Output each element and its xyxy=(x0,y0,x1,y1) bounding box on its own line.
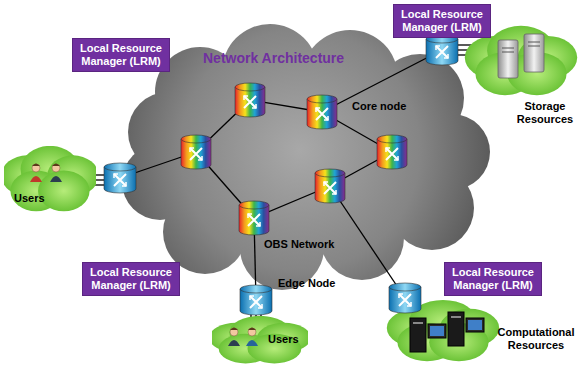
box-label: Local Resource Manager (LRM) xyxy=(398,8,486,34)
text-label: Core node xyxy=(352,100,422,113)
obs-cloud xyxy=(122,24,490,290)
box-label: Local Resource Manager (LRM) xyxy=(87,266,175,292)
text-label: OBS Network xyxy=(264,238,344,251)
manager-box: Local Resource Manager (LRM) xyxy=(82,262,180,296)
core-node-cylinder xyxy=(181,135,211,169)
edge-node-cylinder xyxy=(240,285,272,315)
manager-box: Local Resource Manager (LRM) xyxy=(393,4,491,38)
core-node-cylinder xyxy=(315,169,345,203)
diagram-title: Network Architecture xyxy=(203,50,344,66)
core-node-cylinder xyxy=(307,95,337,129)
server-icon xyxy=(498,40,518,78)
core-node-cylinder xyxy=(377,135,407,169)
box-label: Local Resource Manager (LRM) xyxy=(77,42,165,68)
core-node-cylinder xyxy=(235,83,265,117)
box-label: Local Resource Manager (LRM) xyxy=(449,266,537,292)
node-label: Users xyxy=(268,333,299,345)
manager-box: Local Resource Manager (LRM) xyxy=(444,262,542,296)
core-node-cylinder xyxy=(239,201,269,235)
resource-clouds xyxy=(387,26,577,361)
computer-icon xyxy=(410,318,446,352)
computer-icon xyxy=(448,312,484,346)
users-cloud: Users xyxy=(4,146,96,212)
node-label: Users xyxy=(14,192,45,204)
edge-node-cylinder xyxy=(426,35,458,65)
manager-box: Local Resource Manager (LRM) xyxy=(72,38,170,72)
fiber-link xyxy=(330,186,405,298)
text-label: Computational Resources xyxy=(496,326,576,352)
edge-node-cylinder xyxy=(389,283,421,313)
edge-node-cylinder xyxy=(104,163,136,193)
server-icon xyxy=(524,34,544,72)
fiber-links xyxy=(88,45,478,328)
text-label: Edge Node xyxy=(278,277,348,290)
users-cloud: Users xyxy=(212,316,308,364)
text-label: Storage Resources xyxy=(514,100,576,126)
